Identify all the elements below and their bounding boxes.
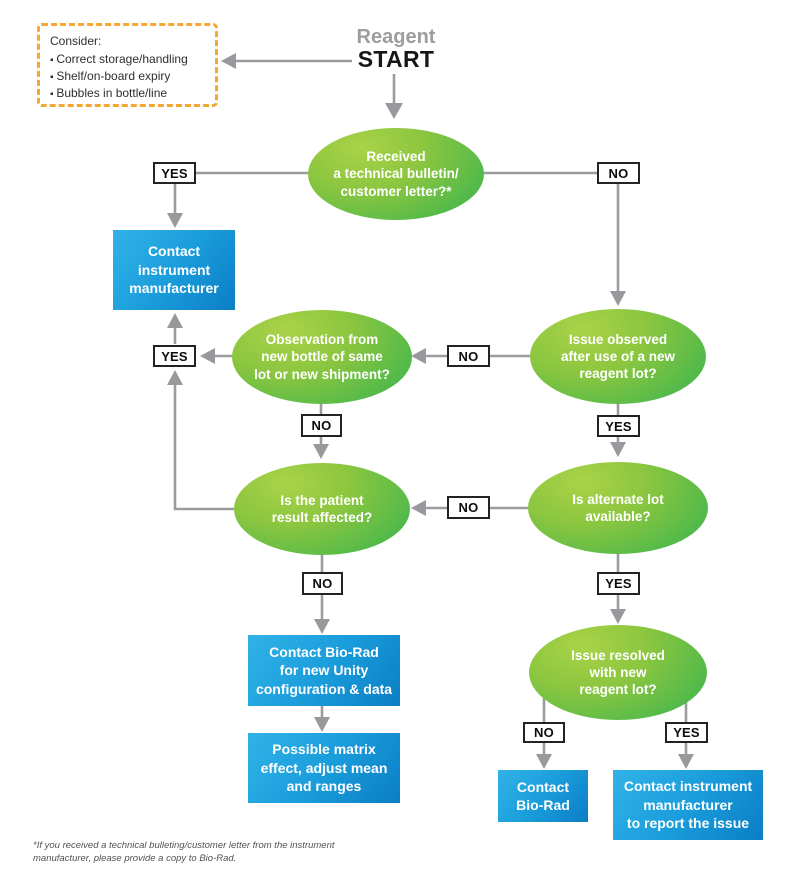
- connector-patient-yes-up: [167, 370, 234, 511]
- connector-bulletin-yes: [167, 171, 309, 228]
- connector-yes-up-manufacturer: [167, 313, 183, 344]
- consider-item: Correct storage/handling: [50, 51, 205, 68]
- label-yes-bulletin: YES: [153, 162, 196, 184]
- decision-issue-resolved: Issue resolved with new reagent lot?: [529, 625, 707, 720]
- connector-alternate-yes-down: [610, 553, 626, 624]
- label-yes-newbottle: YES: [153, 345, 196, 367]
- connector-newbottle-yes: [200, 348, 233, 364]
- consider-item: Shelf/on-board expiry: [50, 68, 205, 85]
- consider-title: Consider:: [50, 34, 102, 48]
- connector-patient-no-down: [314, 554, 330, 634]
- connector-bulletin-no: [483, 171, 626, 306]
- connector-newbottle-no-down: [313, 402, 329, 459]
- connector-newlot-yes-down: [610, 404, 626, 457]
- label-no-newbottle: NO: [301, 414, 342, 437]
- connector-resolved-yes: [678, 702, 694, 769]
- label-no-resolved: NO: [523, 722, 565, 743]
- action-contact-instrument-manufacturer: Contact instrument manufacturer: [113, 230, 235, 310]
- label-no-bulletin: NO: [597, 162, 640, 184]
- decision-new-reagent-lot: Issue observed after use of a new reagen…: [530, 309, 706, 404]
- action-possible-matrix-effect: Possible matrix effect, adjust mean and …: [248, 733, 400, 803]
- connector-alternate-no: [411, 500, 528, 516]
- decision-received-bulletin: Received a technical bulletin/ customer …: [308, 128, 484, 220]
- label-yes-alternate: YES: [597, 572, 640, 595]
- label-yes-newlot: YES: [597, 415, 640, 437]
- start-label: START: [357, 45, 435, 72]
- label-no-newlot: NO: [447, 345, 490, 367]
- connector-start-to-consider: [221, 53, 352, 69]
- action-contact-biorad-unity: Contact Bio-Rad for new Unity configurat…: [248, 635, 400, 706]
- label-no-patient: NO: [302, 572, 343, 595]
- consider-list: Correct storage/handling Shelf/on-board …: [50, 51, 205, 103]
- connector-newlot-no: [411, 348, 530, 364]
- footnote: *If you received a technical bulleting/c…: [33, 840, 335, 865]
- connector-resolved-no: [536, 698, 552, 769]
- brand-label: Reagent: [356, 25, 436, 48]
- action-contact-biorad: Contact Bio-Rad: [498, 770, 588, 822]
- consider-callout: Consider: Correct storage/handling Shelf…: [37, 23, 218, 107]
- label-yes-resolved: YES: [665, 722, 708, 743]
- connector-unity-to-matrix: [314, 706, 330, 732]
- decision-patient-result: Is the patient result affected?: [234, 463, 410, 555]
- connector-start-down: [385, 74, 403, 119]
- action-contact-manufacturer-report: Contact instrument manufacturer to repor…: [613, 770, 763, 840]
- consider-item: Bubbles in bottle/line: [50, 85, 205, 102]
- decision-alternate-lot: Is alternate lot available?: [528, 462, 708, 554]
- label-no-alternate: NO: [447, 496, 490, 519]
- decision-new-bottle: Observation from new bottle of same lot …: [232, 310, 412, 404]
